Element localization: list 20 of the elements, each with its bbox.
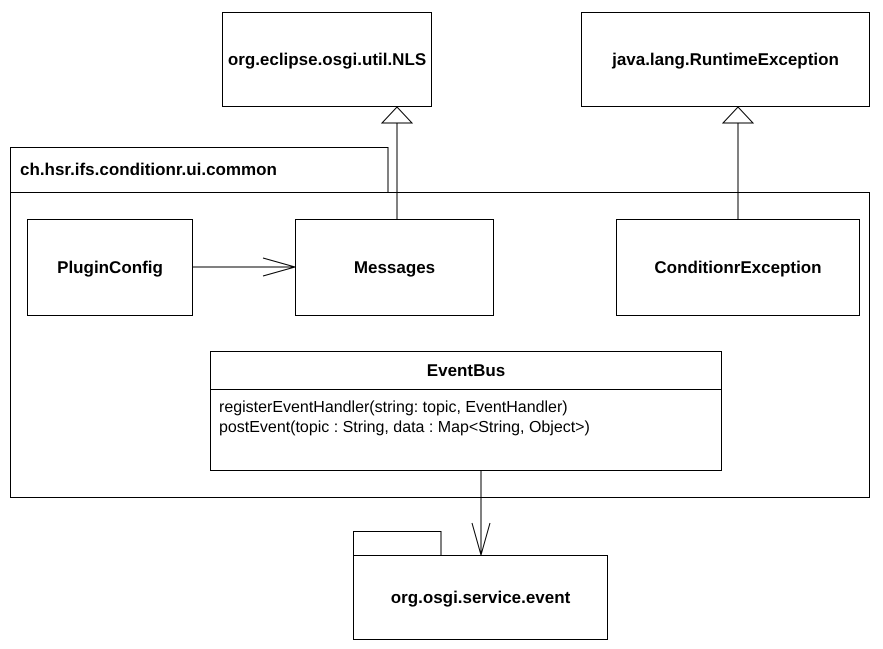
package-name: ch.hsr.ifs.conditionr.ui.common (20, 160, 277, 180)
class-box (222, 12, 432, 107)
class-name: ConditionrException (654, 258, 822, 278)
class-box (616, 219, 860, 316)
arrow (472, 470, 490, 556)
class-box (295, 219, 494, 316)
method-signature: postEvent(topic : String, data : Map<String, Object>) (219, 418, 591, 438)
class-box (581, 12, 870, 107)
arrow (382, 106, 412, 220)
package-name: org.osgi.service.event (390, 588, 572, 608)
arrow (722, 106, 754, 220)
class-name: Messages (354, 258, 436, 278)
class-name: java.lang.RuntimeException (612, 50, 839, 70)
arrow (192, 258, 296, 276)
class-name: org.eclipse.osgi.util.NLS (228, 50, 426, 70)
class-name: EventBus (426, 360, 506, 382)
class-name: PluginConfig (57, 258, 163, 278)
method-signature: registerEventHandler(string: topic, EventHandler) (219, 398, 569, 418)
class-box (27, 219, 193, 316)
class-box (210, 351, 722, 471)
